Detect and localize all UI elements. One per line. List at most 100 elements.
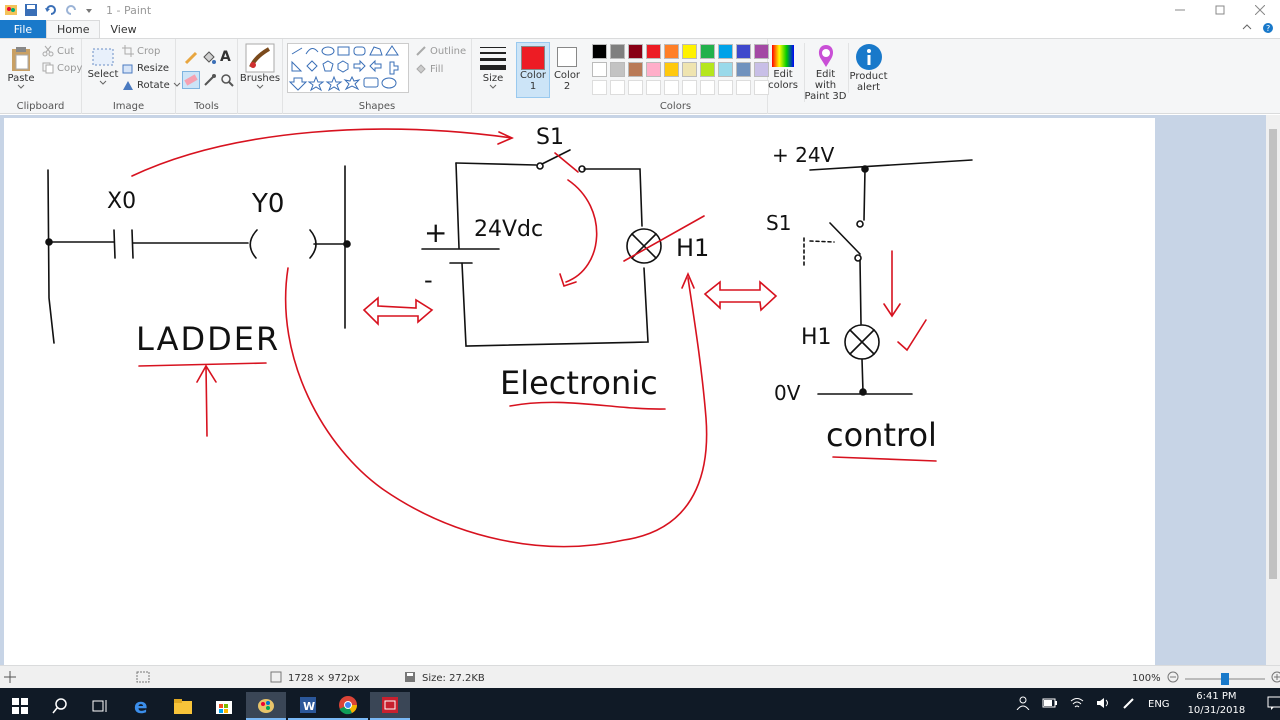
palette-swatch[interactable] <box>610 62 625 77</box>
pencil-icon[interactable] <box>184 51 198 68</box>
palette-swatch[interactable] <box>718 44 733 59</box>
palette-swatch[interactable] <box>700 62 715 77</box>
size-button[interactable]: Size <box>476 43 510 90</box>
window-title: 1 - Paint <box>106 3 152 17</box>
scroll-thumb[interactable] <box>1269 129 1277 579</box>
palette-swatch[interactable] <box>592 62 607 77</box>
edit-colors-button[interactable]: Edit colors <box>766 43 800 91</box>
wifi-icon[interactable] <box>1070 697 1084 712</box>
cut-button[interactable]: Cut <box>42 45 74 57</box>
double-arrow-2 <box>703 280 778 312</box>
copy-label: Copy <box>57 62 83 74</box>
empty-custom-swatch[interactable] <box>700 80 715 95</box>
copy-button[interactable]: Copy <box>42 62 82 74</box>
color2-button[interactable]: Color 2 <box>552 45 582 92</box>
word-button[interactable]: W <box>288 692 328 720</box>
palette-swatch[interactable] <box>754 62 769 77</box>
empty-custom-swatch[interactable] <box>610 80 625 95</box>
resize-button[interactable]: Resize <box>122 62 169 74</box>
palette-swatch[interactable] <box>646 44 661 59</box>
zoom-slider[interactable] <box>1184 672 1265 685</box>
fill-bucket-icon[interactable] <box>202 51 216 68</box>
zoom-in-icon[interactable] <box>1271 671 1280 686</box>
empty-custom-swatch[interactable] <box>646 80 661 95</box>
selection-size <box>136 671 150 686</box>
edge-button[interactable]: e <box>122 692 162 720</box>
close-button[interactable] <box>1240 0 1280 20</box>
zoom-slider-thumb[interactable] <box>1220 672 1229 685</box>
crop-button[interactable]: Crop <box>122 45 160 57</box>
search-button[interactable] <box>40 692 80 720</box>
palette-swatch[interactable] <box>736 62 751 77</box>
notification-icon[interactable] <box>1267 696 1280 713</box>
zoom-out-icon[interactable] <box>1167 671 1179 686</box>
palette-swatch[interactable] <box>664 62 679 77</box>
eraser-icon[interactable] <box>182 71 200 89</box>
label-s1-elec: S1 <box>536 125 564 150</box>
outline-button[interactable]: Outline <box>415 45 466 57</box>
color1-swatch <box>521 46 545 70</box>
lamp-circle <box>626 228 662 264</box>
color-picker-icon[interactable] <box>203 73 217 90</box>
rotate-button[interactable]: Rotate <box>122 79 181 91</box>
color1-button[interactable]: Color 1 <box>516 42 550 98</box>
save-icon[interactable] <box>24 3 38 17</box>
file-explorer-button[interactable] <box>163 692 203 720</box>
clock[interactable]: 6:41 PM 10/31/2018 <box>1188 690 1246 718</box>
battery-icon[interactable] <box>1042 698 1058 711</box>
palette-swatch[interactable] <box>628 44 643 59</box>
palette-swatch[interactable] <box>646 62 661 77</box>
paint3d-button[interactable]: Edit with Paint 3D <box>804 43 847 102</box>
palette-swatch[interactable] <box>628 62 643 77</box>
palette-swatch[interactable] <box>718 62 733 77</box>
start-button[interactable] <box>0 692 40 720</box>
store-button[interactable] <box>204 692 244 720</box>
active-app-button[interactable] <box>370 692 410 720</box>
empty-custom-swatch[interactable] <box>736 80 751 95</box>
tab-file[interactable]: File <box>0 20 46 38</box>
drawing-canvas[interactable]: X0 Y0 LADDER S1 + - 24Vdc H1 Electronic … <box>4 118 1155 665</box>
brushes-button[interactable]: Brushes <box>240 43 280 90</box>
chrome-button[interactable] <box>328 692 368 720</box>
task-view-button[interactable] <box>80 692 120 720</box>
palette-swatch[interactable] <box>700 44 715 59</box>
pen-icon[interactable] <box>1122 696 1136 713</box>
collapse-ribbon-icon[interactable] <box>1242 22 1252 37</box>
empty-custom-swatch[interactable] <box>592 80 607 95</box>
palette-swatch[interactable] <box>682 44 697 59</box>
palette-swatch[interactable] <box>664 44 679 59</box>
empty-custom-swatch[interactable] <box>682 80 697 95</box>
empty-custom-swatch[interactable] <box>718 80 733 95</box>
people-icon[interactable] <box>1016 696 1030 713</box>
empty-custom-swatch[interactable] <box>664 80 679 95</box>
customize-qa-icon[interactable] <box>84 3 98 17</box>
shapes-gallery[interactable] <box>287 43 409 93</box>
product-alert-label: Product alert <box>849 71 888 93</box>
redo-icon[interactable] <box>64 3 78 17</box>
text-tool-icon[interactable]: A <box>220 49 231 65</box>
paint-taskbar-button[interactable] <box>246 692 286 720</box>
vertical-scrollbar[interactable] <box>1266 115 1280 665</box>
palette-swatch[interactable] <box>736 44 751 59</box>
undo-icon[interactable] <box>44 3 58 17</box>
palette-swatch[interactable] <box>754 44 769 59</box>
palette-swatch[interactable] <box>592 44 607 59</box>
elec-top-wire-left <box>455 162 537 166</box>
palette-swatch[interactable] <box>682 62 697 77</box>
magnifier-icon[interactable] <box>220 73 234 90</box>
shapes-group-label: Shapes <box>358 101 396 112</box>
restore-button[interactable] <box>1200 0 1240 20</box>
select-button[interactable]: Select <box>88 47 118 86</box>
volume-icon[interactable] <box>1096 697 1110 712</box>
product-alert-button[interactable]: Product alert <box>848 43 888 93</box>
tab-view[interactable]: View <box>110 22 137 36</box>
palette-swatch[interactable] <box>610 44 625 59</box>
help-icon[interactable]: ? <box>1262 22 1274 37</box>
fill-button[interactable]: Fill <box>415 63 443 75</box>
minimize-button[interactable] <box>1160 0 1200 20</box>
language-indicator[interactable]: ENG <box>1148 698 1170 710</box>
empty-custom-swatch[interactable] <box>628 80 643 95</box>
empty-custom-swatch[interactable] <box>754 80 769 95</box>
tab-home[interactable]: Home <box>46 20 101 38</box>
paste-button[interactable]: Paste <box>6 45 36 90</box>
